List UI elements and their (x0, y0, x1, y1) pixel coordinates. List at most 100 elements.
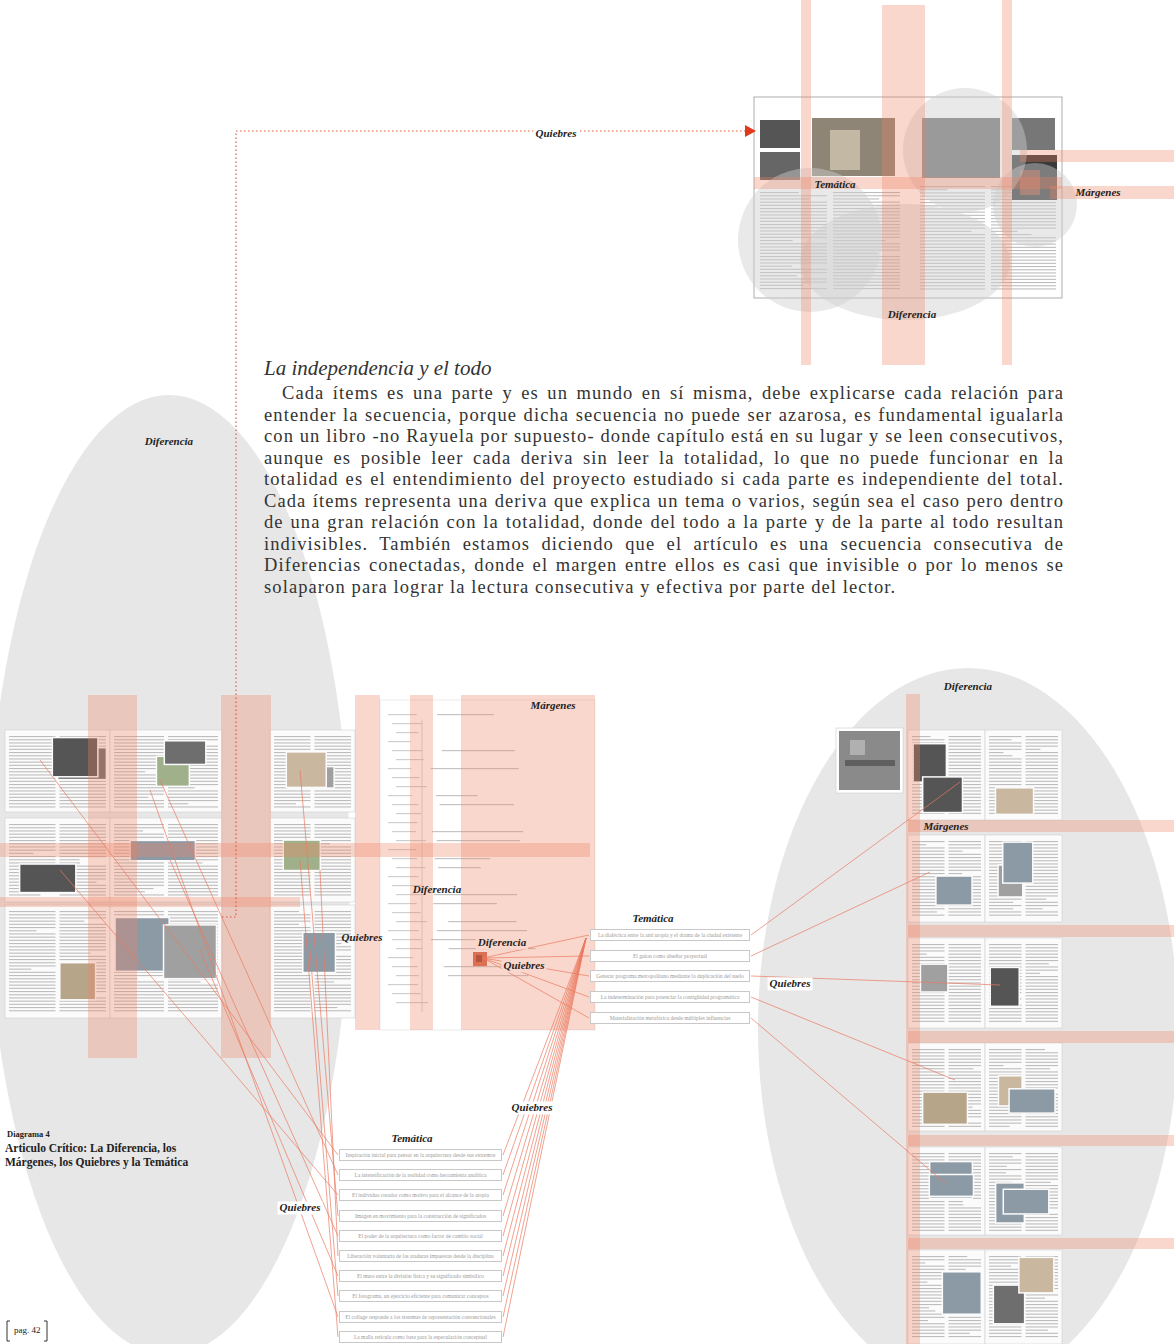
text-line (1026, 998, 1059, 999)
text-line (989, 902, 1013, 903)
text-line (1026, 889, 1059, 890)
text-line (949, 979, 982, 980)
text-line (989, 736, 1022, 737)
text-line (274, 894, 311, 895)
theme-text: El collage responde a los sistemas de re… (344, 1314, 497, 1321)
theme-text: La indeterminación para potenciar la con… (595, 994, 745, 1001)
text-line (989, 1011, 1022, 1012)
text-line (949, 1068, 974, 1069)
image-gap (935, 875, 973, 906)
text-line (1026, 1163, 1059, 1164)
text-line (949, 1065, 982, 1066)
text-line (9, 800, 56, 801)
text-line (315, 981, 335, 982)
text-line (1026, 1075, 1059, 1076)
leader-line (503, 938, 586, 1175)
text-line (949, 950, 982, 951)
margin-band (410, 695, 433, 1030)
text-line (315, 797, 352, 798)
text-line (1026, 1049, 1046, 1050)
leader-line (503, 938, 586, 1256)
body-paragraph: Cada ítems es una parte y es un mundo en… (264, 383, 1064, 598)
diagram-caption: Articulo Crítico: La Diferencia, los Már… (5, 1141, 230, 1170)
text-line (949, 944, 982, 945)
page-image (1004, 1190, 1048, 1213)
text-line (949, 749, 982, 750)
text-line (949, 1223, 982, 1224)
text-line (989, 768, 1022, 769)
text-line (1026, 1002, 1059, 1003)
page-image (287, 753, 325, 787)
text-line (1026, 1320, 1059, 1321)
text-line (274, 790, 311, 791)
text-line (9, 959, 56, 960)
text-line (1026, 1159, 1059, 1160)
text-line (1026, 1005, 1059, 1006)
theme-text: La dialéctica entre la anti utopía y el … (595, 932, 745, 939)
text-line (9, 765, 56, 766)
text-line (315, 806, 352, 807)
image-gap (942, 1271, 982, 1315)
text-line (1026, 771, 1059, 772)
text-line (989, 1179, 1022, 1180)
text-line (1026, 1310, 1059, 1311)
text-line (1026, 899, 1047, 900)
text-line (989, 1116, 1022, 1117)
text-line (949, 1333, 970, 1334)
text-line (989, 1282, 1022, 1283)
text-line (315, 891, 352, 892)
text-line (1026, 1230, 1059, 1231)
text-line (989, 781, 1022, 782)
text-line (274, 806, 311, 807)
text-line (1026, 992, 1059, 993)
text-line (989, 752, 1003, 753)
theme-box: La intensificación de la realidad como h… (339, 1169, 502, 1182)
text-line (989, 784, 1022, 785)
text-line (989, 915, 1022, 916)
theme-box: Inspiración inicial para pensar en la ar… (339, 1149, 502, 1162)
page-image (937, 877, 972, 905)
text-line (1026, 963, 1049, 964)
text-line (949, 998, 982, 999)
text-line (168, 921, 218, 922)
text-line (1026, 1084, 1059, 1085)
text-line (274, 794, 311, 795)
text-line (9, 956, 56, 957)
text-line (989, 774, 1022, 775)
page-thumbnail (985, 835, 1062, 922)
image-gap (989, 967, 1019, 1007)
page-thumbnail (985, 938, 1062, 1028)
text-line (989, 1230, 1022, 1231)
leader-line (200, 950, 338, 1276)
text-line (989, 1049, 1022, 1050)
concept-label: Quiebres (534, 127, 579, 140)
page-image (923, 1093, 966, 1124)
text-line (9, 834, 56, 835)
text-line (9, 991, 56, 992)
text-line (9, 736, 56, 737)
text-line (168, 736, 218, 737)
text-line (989, 1156, 1013, 1157)
text-line (989, 1052, 1022, 1053)
text-line (989, 1333, 1022, 1334)
margin-band (0, 843, 590, 857)
theme-box: Generar programa metropolitano mediante … (590, 970, 750, 983)
text-line (9, 784, 56, 785)
margin-band (355, 695, 380, 1030)
text-line (315, 1007, 338, 1008)
text-line (949, 774, 982, 775)
text-line (168, 885, 218, 886)
text-line (949, 1018, 982, 1019)
text-line (274, 742, 311, 743)
image-gap (922, 1091, 968, 1125)
text-line (168, 837, 218, 838)
text-line (989, 1119, 1022, 1120)
text-line (168, 824, 218, 825)
text-line (9, 1001, 56, 1002)
text-line (274, 997, 311, 998)
text-line (9, 781, 56, 782)
theme-text: Imagen en movimiento para la construcció… (344, 1213, 497, 1220)
text-line (9, 774, 56, 775)
text-line (989, 899, 1022, 900)
text-line (274, 739, 311, 740)
